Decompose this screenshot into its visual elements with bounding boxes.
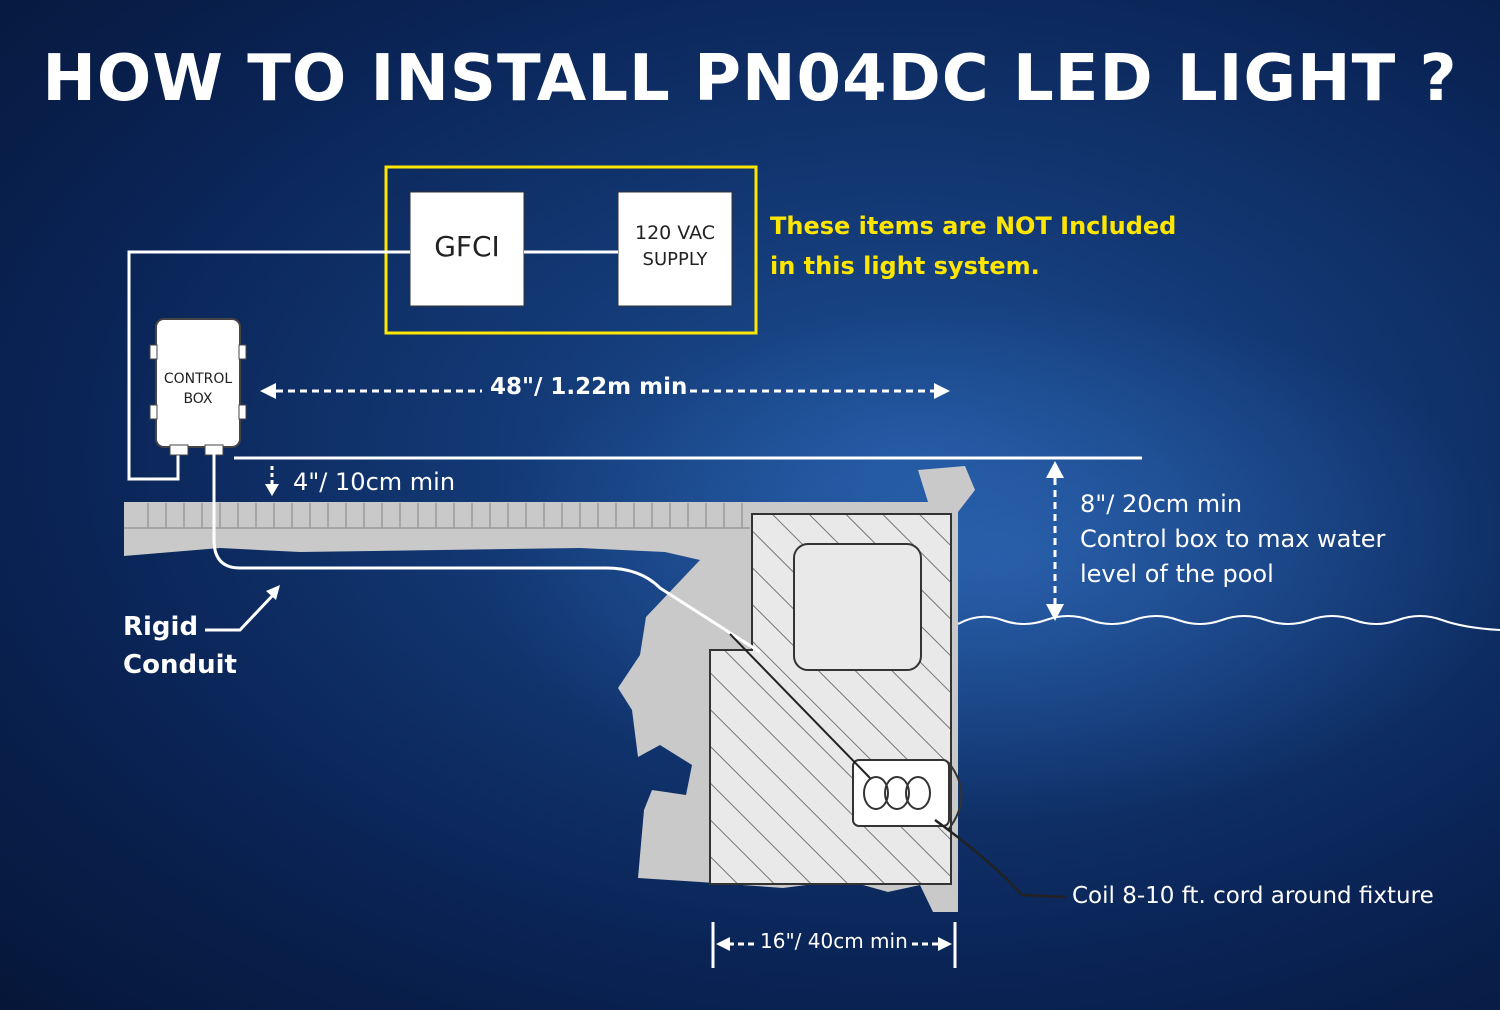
light-cord [729,633,871,779]
gfci-label: GFCI [434,230,500,263]
height-dimension-label-line2: Control box to max water [1080,525,1386,553]
control-box-label-line1: CONTROL [163,371,233,387]
niche-width-label: 16"/ 40cm min [760,929,908,953]
rigid-conduit [212,447,761,654]
coil-label: Coil 8-10 ft. cord around fixture [1072,883,1434,909]
deck-dimension-label: 4"/ 10cm min [293,468,456,496]
fixture-housing [793,543,922,671]
not-included-frame [384,165,758,335]
conduit-label-line2: Conduit [123,650,237,680]
power-wire [127,250,410,481]
page-title: HOW TO INSTALL PN04DC LED LIGHT ? [42,42,1458,116]
not-included-note-line2: in this light system. [770,252,1040,280]
coil-leader [934,818,1067,899]
control-box [149,318,247,456]
horizontal-dimension-label: 48"/ 1.22m min [490,374,688,400]
deck-dimension-arrow [265,466,279,496]
fixture-lens [947,761,963,831]
supply-box [617,191,733,307]
horizontal-dimension-arrow [260,383,950,399]
height-dimension-label-line1: 8"/ 20cm min [1080,490,1243,518]
supply-label-line1: 120 VAC [634,222,716,244]
conduit-label-line1: Rigid [123,612,199,642]
height-dimension-label-line3: level of the pool [1080,560,1274,588]
gfci-box [409,191,525,307]
not-included-note-line1: These items are NOT Included [770,212,1177,240]
control-box-label-line2: BOX [183,391,213,407]
height-dimension-arrow [1046,461,1064,621]
niche-width-arrow [711,922,957,968]
conduit-leader [205,585,280,632]
deck-pavers [124,503,750,529]
supply-label-line2: SUPPLY [642,249,708,270]
cord-coil [863,776,931,810]
water-surface [957,615,1500,631]
light-fixture [852,759,950,827]
